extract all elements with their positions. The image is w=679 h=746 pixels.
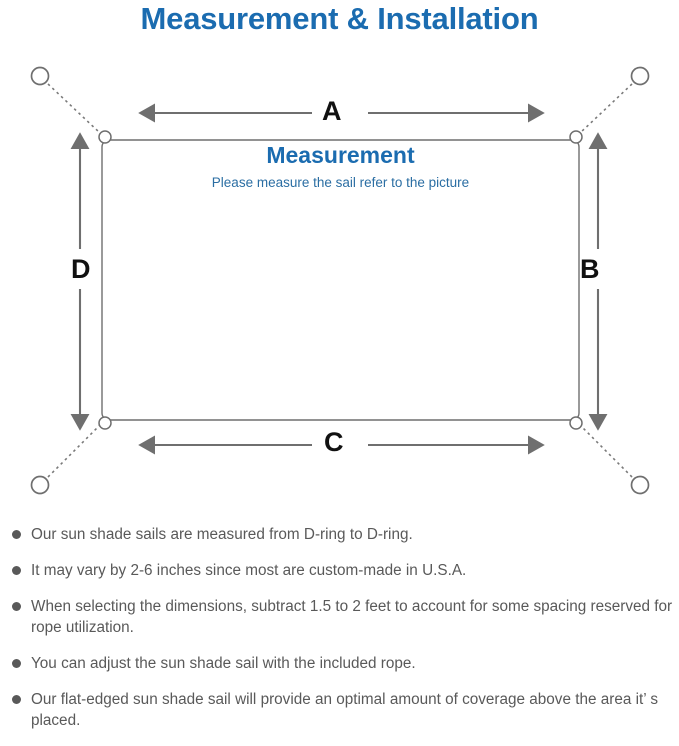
d-ring-icon-bottom-left — [98, 416, 112, 430]
rope-top-left — [47, 83, 101, 134]
diagram-canvas — [30, 66, 650, 495]
notes-list: Our sun shade sails are measured from D-… — [0, 524, 679, 746]
list-item: When selecting the dimensions, subtract … — [0, 596, 679, 638]
list-item: It may vary by 2-6 inches since most are… — [0, 560, 679, 581]
list-item: Our flat-edged sun shade sail will provi… — [0, 689, 679, 731]
d-ring-icon-top-right — [569, 130, 583, 144]
note-text: Our sun shade sails are measured from D-… — [31, 526, 413, 543]
dimension-label-a: A — [322, 96, 342, 126]
list-item: You can adjust the sun shade sail with t… — [0, 653, 679, 674]
bullet-icon — [12, 659, 21, 668]
dimension-label-d: D — [71, 254, 91, 284]
bullet-icon — [12, 695, 21, 704]
note-text: It may vary by 2-6 inches since most are… — [31, 562, 467, 579]
anchor-circle-icon-bottom-left — [30, 475, 50, 495]
d-ring-icon-bottom-right — [569, 416, 583, 430]
rope-lines — [47, 83, 633, 478]
anchor-points — [30, 66, 650, 495]
note-text: You can adjust the sun shade sail with t… — [31, 655, 416, 672]
page-title: Measurement & Installation — [140, 1, 539, 36]
anchor-circle-icon-bottom-right — [630, 475, 650, 495]
bullet-icon — [12, 566, 21, 575]
bullet-icon — [12, 602, 21, 611]
rope-bottom-left — [47, 424, 101, 478]
d-ring-icon-top-left — [98, 130, 112, 144]
d-rings — [98, 130, 583, 430]
dimension-label-b: B — [580, 254, 600, 284]
rope-top-right — [579, 83, 633, 134]
dimension-label-c: C — [324, 427, 344, 457]
note-text: When selecting the dimensions, subtract … — [31, 598, 673, 636]
rope-bottom-right — [579, 424, 633, 478]
anchor-circle-icon-top-left — [30, 66, 50, 86]
anchor-circle-icon-top-right — [630, 66, 650, 86]
note-text: Our flat-edged sun shade sail will provi… — [31, 691, 658, 729]
sail-rectangle — [101, 139, 580, 421]
measurement-diagram: Measurement Please measure the sail refe… — [0, 44, 679, 512]
bullet-icon — [12, 530, 21, 539]
list-item: Our sun shade sails are measured from D-… — [0, 524, 679, 545]
